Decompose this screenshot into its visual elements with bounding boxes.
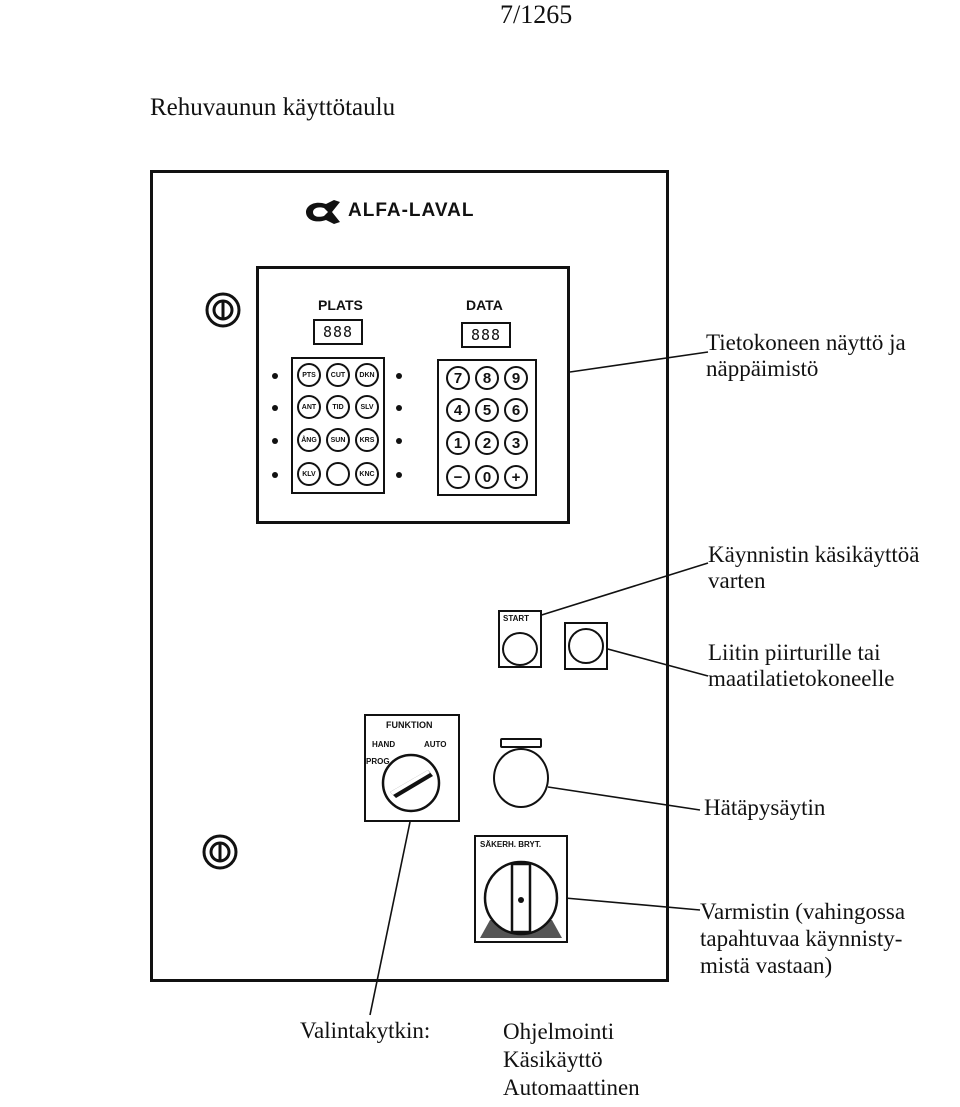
callout-guard: Varmistin (vahingossa tapahtuvaa käynnis… xyxy=(700,898,905,979)
key-knc[interactable]: KNC xyxy=(355,462,379,486)
selector-option: Käsikäyttö xyxy=(503,1047,603,1072)
selector-option: Ohjelmointi xyxy=(503,1019,615,1044)
leader-guard xyxy=(564,897,701,911)
estop-collar xyxy=(500,738,542,748)
callout-line: maatilatietokoneelle xyxy=(708,666,895,691)
funktion-hand-label: HAND xyxy=(372,740,396,749)
start-button[interactable] xyxy=(502,632,538,666)
key-9[interactable]: 9 xyxy=(504,366,528,390)
key-slv[interactable]: SLV xyxy=(355,395,379,419)
callout-line: Tietokoneen näyttö ja xyxy=(706,330,906,355)
indicator-dot xyxy=(396,405,402,411)
selector-knob-icon[interactable] xyxy=(380,752,442,814)
key-ang[interactable]: ÅNG xyxy=(297,428,321,452)
funktion-auto-label: AUTO xyxy=(424,740,447,749)
funktion-prog-label: PROG xyxy=(366,757,390,766)
indicator-dot xyxy=(272,472,278,478)
safety-switch-knob-icon[interactable] xyxy=(476,854,566,942)
key-ant[interactable]: ANT xyxy=(297,395,321,419)
key-6[interactable]: 6 xyxy=(504,398,528,422)
callout-line: varten xyxy=(708,568,766,593)
alfa-logo-icon xyxy=(306,200,340,224)
connector-socket[interactable] xyxy=(568,628,604,664)
callout-line: tapahtuvaa käynnisty- xyxy=(700,926,903,951)
page-number: 7/1265 xyxy=(500,0,573,29)
leader-starter xyxy=(531,562,709,619)
numeric-keypad xyxy=(437,359,537,496)
indicator-dot xyxy=(272,373,278,379)
key-2[interactable]: 2 xyxy=(475,431,499,455)
indicator-dot xyxy=(396,373,402,379)
key-cut[interactable]: CUT xyxy=(326,363,350,387)
data-label: DATA xyxy=(466,297,503,313)
callout-line: näppäimistö xyxy=(706,356,819,381)
plats-label: PLATS xyxy=(318,297,363,313)
key-tid[interactable]: TID xyxy=(326,395,350,419)
callout-line: Liitin piirturille tai xyxy=(708,640,881,665)
callout-starter: Käynnistin käsikäyttöä varten xyxy=(708,542,919,594)
key-pts[interactable]: PTS xyxy=(297,363,321,387)
key-sun[interactable]: SUN xyxy=(326,428,350,452)
callout-estop: Hätäpysäytin xyxy=(704,795,826,820)
callout-connector: Liitin piirturille tai maatilatietokonee… xyxy=(708,640,894,692)
data-readout: 888 xyxy=(461,322,511,348)
screw-icon xyxy=(202,834,238,870)
key-7[interactable]: 7 xyxy=(446,366,470,390)
callout-line: Varmistin (vahingossa xyxy=(700,899,906,924)
key-3[interactable]: 3 xyxy=(504,431,528,455)
key-5[interactable]: 5 xyxy=(475,398,499,422)
indicator-dot xyxy=(396,472,402,478)
plats-readout: 888 xyxy=(313,319,363,345)
leader-connector xyxy=(603,647,709,677)
leader-selector xyxy=(369,821,411,1016)
key-dkn[interactable]: DKN xyxy=(355,363,379,387)
selector-options: Ohjelmointi Käsikäyttö Automaattinen xyxy=(503,1018,640,1102)
key-krs[interactable]: KRS xyxy=(355,428,379,452)
computer-display-box xyxy=(256,266,570,524)
key-0[interactable]: 0 xyxy=(475,465,499,489)
key-1[interactable]: 1 xyxy=(446,431,470,455)
page-title: Rehuvaunun käyttötaulu xyxy=(150,94,396,121)
key-8[interactable]: 8 xyxy=(475,366,499,390)
callout-line: mistä vastaan) xyxy=(700,953,833,978)
function-keypad xyxy=(291,357,385,494)
emergency-stop-button[interactable] xyxy=(493,748,549,808)
indicator-dot xyxy=(396,438,402,444)
leader-computer xyxy=(569,351,709,373)
indicator-dot xyxy=(272,405,278,411)
start-label: START xyxy=(503,614,530,623)
screw-icon xyxy=(205,292,241,328)
key-minus[interactable]: − xyxy=(446,465,470,489)
key-4[interactable]: 4 xyxy=(446,398,470,422)
selector-callout-label: Valintakytkin: xyxy=(300,1018,431,1043)
key-blank[interactable] xyxy=(326,462,350,486)
key-klv[interactable]: KLV xyxy=(297,462,321,486)
selector-option: Automaattinen xyxy=(503,1075,640,1100)
control-panel xyxy=(150,170,669,982)
callout-line: Käynnistin käsikäyttöä xyxy=(708,542,920,567)
key-plus[interactable]: + xyxy=(504,465,528,489)
safety-switch-label: SÄKERH. BRYT. xyxy=(480,840,542,849)
funktion-label: FUNKTION xyxy=(386,720,433,730)
brand-logo: ALFA-LAVAL xyxy=(348,200,475,221)
leader-estop xyxy=(547,786,701,811)
callout-computer: Tietokoneen näyttö ja näppäimistö xyxy=(706,330,906,382)
indicator-dot xyxy=(272,438,278,444)
